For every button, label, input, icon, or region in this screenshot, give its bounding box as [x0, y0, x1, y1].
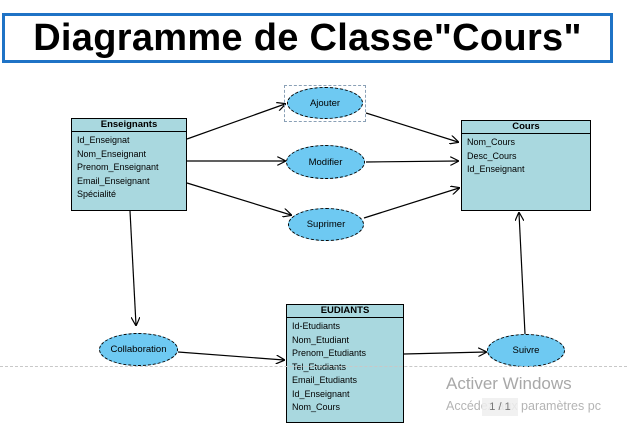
page-indicator: 1 / 1 — [482, 398, 518, 416]
attribute: Nom_Etudiant — [292, 334, 350, 345]
attribute: Prenom_Etudiants — [292, 348, 367, 358]
diagram-title-box: Diagramme de Classe"Cours" — [2, 13, 613, 63]
attribute: Email_Etudiants — [292, 375, 358, 385]
attribute: Id-Etudiants — [292, 321, 341, 331]
use-case-suprimer[interactable]: Suprimer — [288, 208, 364, 241]
attribute: Nom_Cours — [292, 402, 341, 412]
class-cours[interactable]: Cours Nom_Cours Desc_Cours Id_Enseignant — [461, 120, 591, 211]
use-case-collaboration[interactable]: Collaboration — [99, 333, 178, 366]
arrow-enseignants-to-collaboration — [129, 210, 136, 325]
attribute: Id_Enseignat — [77, 135, 130, 145]
activation-watermark-subtitle: Accédez aux paramètres pc — [446, 399, 601, 413]
arrow-ajouter-to-cours — [365, 112, 458, 142]
arrow-enseignants-to-ajouter — [186, 104, 285, 140]
arrow-suivre-to-cours — [519, 213, 526, 335]
arrow-modifier-to-cours — [365, 161, 458, 162]
arrow-etudiants-to-suivre — [403, 352, 486, 354]
attribute: Desc_Cours — [467, 150, 517, 161]
class-etudiants-name: EUDIANTS — [287, 305, 403, 318]
attribute: Spécialité — [77, 189, 117, 199]
attribute: Nom_Cours — [467, 137, 516, 147]
arrow-enseignants-to-suprimer — [186, 182, 291, 215]
attribute: Prenom_Enseignant — [77, 162, 159, 172]
arrow-collaboration-to-etudiants — [177, 351, 284, 360]
page-break-line — [0, 366, 627, 367]
class-etudiants[interactable]: EUDIANTS Id-Etudiants Nom_Etudiant Preno… — [286, 304, 404, 423]
attribute: Id_Enseignant — [467, 164, 525, 174]
attribute: Tel_Etudiants — [292, 361, 347, 372]
use-case-suivre[interactable]: Suivre — [487, 334, 565, 367]
class-enseignants-name: Enseignants — [72, 119, 186, 132]
use-case-ajouter[interactable]: Ajouter — [287, 87, 363, 119]
arrow-suprimer-to-cours — [363, 188, 459, 219]
selection-frame — [284, 85, 366, 122]
use-case-modifier[interactable]: Modifier — [286, 145, 365, 179]
class-cours-name: Cours — [462, 121, 590, 134]
attribute: Email_Enseignant — [77, 175, 150, 186]
attribute: Id_Enseignant — [292, 388, 350, 399]
attribute: Nom_Enseignant — [77, 148, 147, 159]
activation-watermark-title: Activer Windows — [446, 374, 572, 393]
diagram-title: Diagramme de Classe"Cours" — [33, 16, 582, 59]
class-enseignants[interactable]: Enseignants Id_Enseignat Nom_Enseignant … — [71, 118, 187, 211]
